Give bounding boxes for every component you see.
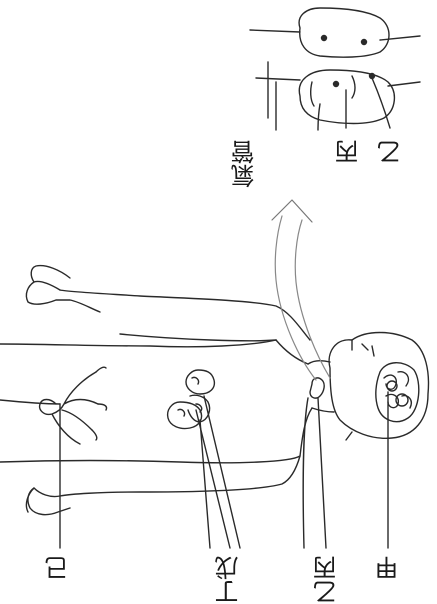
upper-arm <box>60 290 310 340</box>
inset-gland-bottom-detail <box>311 76 355 106</box>
label-ding-wu: 丁戊 <box>216 556 242 604</box>
label-inset-yi: 乙 <box>378 140 404 164</box>
brain-outline <box>376 363 419 422</box>
upper-arm-lower-edge <box>120 334 276 341</box>
hand-upper <box>26 281 100 312</box>
leader-yi-bing-2 <box>303 398 308 548</box>
leader-ding-wu-3 <box>200 420 210 548</box>
label-jia: 甲 <box>376 556 402 580</box>
kidney-detail <box>178 377 202 416</box>
leader-ding-wu-1 <box>204 396 240 548</box>
inset-gland-top <box>299 8 389 57</box>
arrow-shaft-2 <box>295 220 330 378</box>
reproductive-tubes <box>92 367 107 440</box>
face-profile <box>346 340 374 440</box>
label-ji: 己 <box>46 556 72 580</box>
fingers-upper <box>31 266 70 282</box>
neck-gland <box>310 378 324 398</box>
arrow-shaft <box>275 216 316 380</box>
arrow-head <box>272 200 312 222</box>
hand-lower <box>28 488 70 515</box>
leader-yi-bing-1 <box>318 398 326 548</box>
head-outline <box>329 333 428 439</box>
inset-top-lines <box>250 30 420 40</box>
reproductive-organ <box>40 372 98 444</box>
torso-lower <box>0 408 312 463</box>
label-inset-bing: 丙 <box>336 140 362 164</box>
label-yi-bing: 乙丙 <box>314 556 340 604</box>
label-trachea: 氣管 <box>232 140 258 188</box>
kidney-upper <box>186 370 214 394</box>
